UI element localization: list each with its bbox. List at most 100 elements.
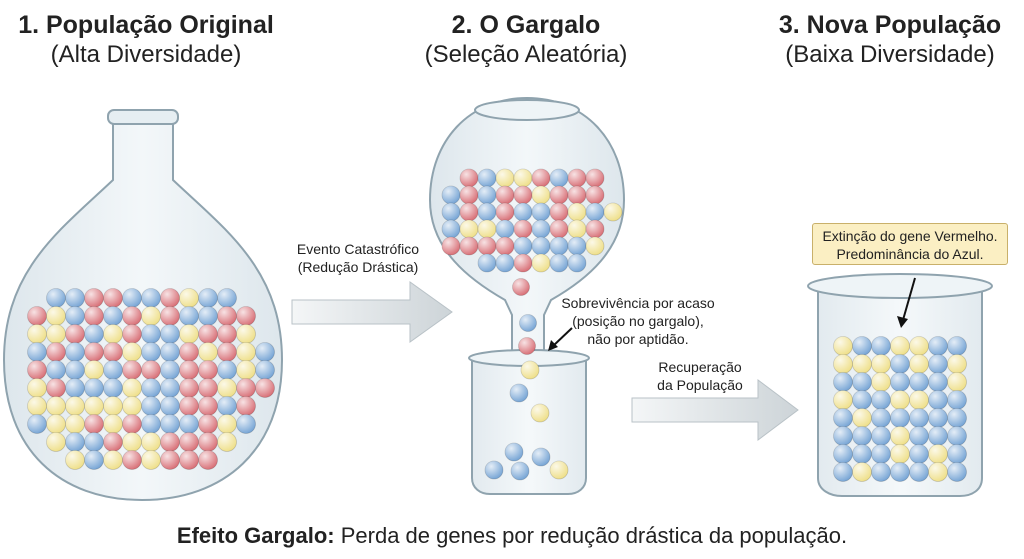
allele-ball [122, 450, 142, 470]
allele-ball [160, 378, 180, 398]
allele-ball [549, 185, 569, 205]
allele-ball [46, 378, 66, 398]
allele-ball [198, 324, 218, 344]
allele-ball [909, 390, 929, 410]
allele-ball [495, 202, 515, 222]
allele-ball [531, 219, 551, 239]
event-arrow [291, 281, 453, 343]
allele-ball [236, 414, 256, 434]
allele-ball [947, 426, 967, 446]
allele-ball [947, 462, 967, 482]
allele-ball [947, 372, 967, 392]
allele-ball [141, 414, 161, 434]
stage-1-title: 1. População Original [18, 11, 274, 39]
allele-ball [236, 396, 256, 416]
event-label-line-1: Evento Catastrófico [296, 241, 420, 257]
allele-ball [65, 288, 85, 308]
stage-3-title: 3. Nova População [778, 11, 1002, 39]
allele-ball [141, 288, 161, 308]
allele-ball [179, 378, 199, 398]
allele-ball [27, 378, 47, 398]
allele-ball [122, 360, 142, 380]
survival-annotation: Sobrevivência por acaso (posição no garg… [548, 294, 728, 348]
allele-ball [477, 185, 497, 205]
allele-ball [495, 253, 515, 273]
allele-ball [477, 219, 497, 239]
allele-ball [833, 354, 853, 374]
survival-line-3: não por aptidão. [587, 331, 689, 347]
allele-ball [833, 372, 853, 392]
stage-3-subtitle: (Baixa Diversidade) [785, 41, 995, 68]
allele-ball [217, 378, 237, 398]
allele-ball [531, 168, 551, 188]
stage-2-subtitle: (Seleção Aleatória) [424, 41, 628, 68]
allele-ball [141, 378, 161, 398]
allele-ball [27, 396, 47, 416]
allele-ball [495, 236, 515, 256]
allele-ball [141, 324, 161, 344]
figure-caption: Efeito Gargalo: Perda de genes por reduç… [0, 522, 1024, 550]
allele-ball [509, 383, 529, 403]
allele-ball [890, 408, 910, 428]
allele-ball [65, 324, 85, 344]
allele-ball [65, 450, 85, 470]
allele-ball [549, 460, 569, 480]
allele-ball [179, 432, 199, 452]
allele-ball [122, 432, 142, 452]
allele-ball [103, 432, 123, 452]
callout-line-1: Extinção do gene Vermelho. [822, 228, 998, 244]
allele-ball [909, 444, 929, 464]
allele-ball [928, 426, 948, 446]
allele-ball [519, 314, 537, 332]
small-beaker [468, 349, 590, 495]
allele-ball [103, 450, 123, 470]
allele-ball [833, 390, 853, 410]
allele-ball [179, 324, 199, 344]
allele-ball [833, 408, 853, 428]
annotation-pointer-arrow [548, 327, 573, 351]
allele-ball [179, 360, 199, 380]
allele-ball [928, 372, 948, 392]
allele-ball [160, 432, 180, 452]
allele-ball [84, 306, 104, 326]
allele-ball [871, 444, 891, 464]
allele-ball [531, 202, 551, 222]
allele-ball [198, 396, 218, 416]
allele-ball [198, 378, 218, 398]
allele-ball [122, 378, 142, 398]
allele-ball [160, 342, 180, 362]
recovery-arrow [631, 379, 799, 441]
allele-ball [852, 462, 872, 482]
allele-ball [909, 408, 929, 428]
allele-ball [833, 336, 853, 356]
allele-ball [833, 462, 853, 482]
allele-ball [141, 432, 161, 452]
allele-ball [928, 390, 948, 410]
allele-ball [531, 185, 551, 205]
allele-ball [459, 219, 479, 239]
allele-ball [520, 360, 540, 380]
allele-ball [84, 432, 104, 452]
allele-ball [567, 236, 587, 256]
allele-ball [217, 288, 237, 308]
allele-ball [84, 450, 104, 470]
allele-ball [909, 354, 929, 374]
allele-ball [890, 390, 910, 410]
allele-ball [871, 354, 891, 374]
allele-ball [141, 396, 161, 416]
allele-ball [46, 432, 66, 452]
allele-ball [84, 360, 104, 380]
event-arrow-label: Evento Catastrófico (Redução Drástica) [268, 240, 448, 276]
allele-ball [890, 462, 910, 482]
stage-1-title-block: 1. População Original (Alta Diversidade) [0, 10, 296, 70]
allele-ball [46, 342, 66, 362]
allele-ball [217, 306, 237, 326]
allele-ball [179, 342, 199, 362]
allele-ball [84, 378, 104, 398]
allele-ball [513, 253, 533, 273]
allele-ball [217, 360, 237, 380]
allele-ball [459, 236, 479, 256]
allele-ball [510, 461, 530, 481]
allele-ball [198, 306, 218, 326]
survival-line-2: (posição no gargalo), [572, 313, 704, 329]
